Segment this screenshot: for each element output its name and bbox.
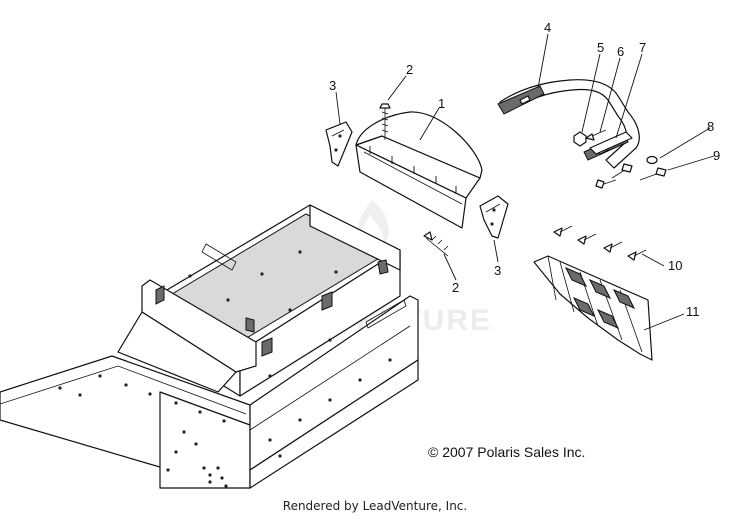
part-8-washer <box>646 155 658 165</box>
part-1-seat-pad <box>355 111 483 229</box>
part-3-bracket-right <box>479 195 509 239</box>
callout-9: 9 <box>713 148 720 163</box>
part-3-bracket-left <box>325 121 353 167</box>
leader-lines <box>335 33 715 331</box>
callout-5: 5 <box>597 40 604 55</box>
callout-6: 6 <box>617 44 624 59</box>
chassis-tunnel <box>0 295 419 489</box>
callout-numbers: 1 2 2 3 3 4 5 6 7 8 9 10 11 <box>329 20 720 319</box>
callout-1: 1 <box>438 96 445 111</box>
part-6-bolt <box>585 129 607 141</box>
callout-2-bottom: 2 <box>452 280 459 295</box>
callout-3-left: 3 <box>329 78 336 93</box>
rack-box <box>117 204 401 397</box>
callout-4: 4 <box>544 20 551 35</box>
copyright-notice: © 2007 Polaris Sales Inc. <box>428 444 586 460</box>
part-4-grab-handle <box>497 79 640 169</box>
callout-10: 10 <box>668 258 682 273</box>
callout-7: 7 <box>639 40 646 55</box>
callout-3-right: 3 <box>494 263 501 278</box>
tunnel-holes <box>58 358 392 488</box>
part-7-plate <box>589 131 633 155</box>
part-2-screw-bottom <box>423 231 449 257</box>
callout-11: 11 <box>686 304 700 319</box>
part-2-screw-top <box>379 103 391 140</box>
part-5-nut <box>573 131 587 147</box>
callout-8: 8 <box>707 119 714 134</box>
part-9-bolts <box>595 163 667 189</box>
part-10-rivets <box>553 225 647 261</box>
rendered-by-credit: Rendered by LeadVenture, Inc. <box>282 499 468 513</box>
callout-2-top: 2 <box>406 62 413 77</box>
part-11-snow-flap <box>533 255 653 361</box>
